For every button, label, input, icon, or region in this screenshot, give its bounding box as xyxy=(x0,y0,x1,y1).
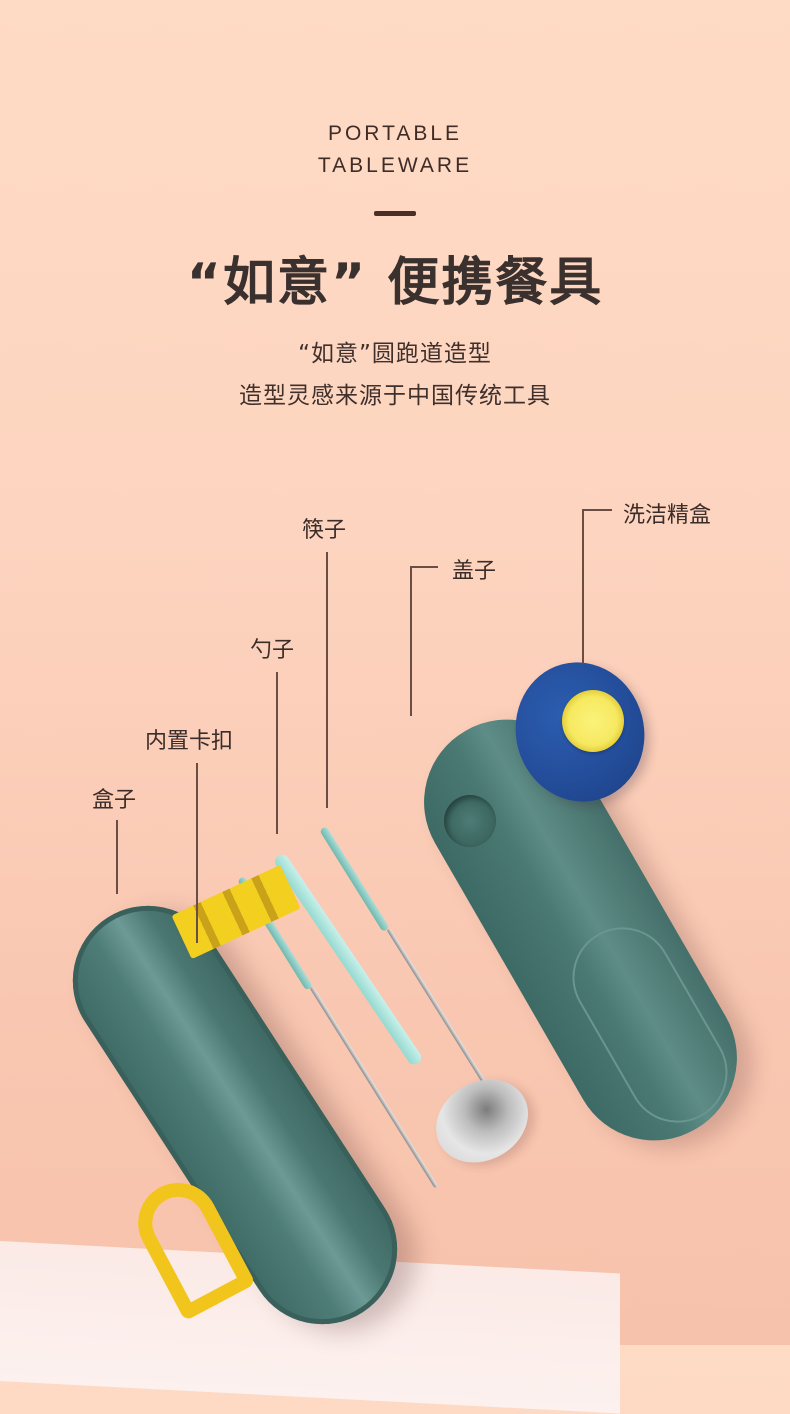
english-title: PORTABLE TABLEWARE xyxy=(0,118,790,182)
lid-recess xyxy=(444,795,496,847)
label-box: 盒子 xyxy=(92,788,137,813)
title-divider xyxy=(374,211,416,216)
subtitle-line2: 造型灵感来源于中国传统工具 xyxy=(239,383,551,409)
english-title-line2: TABLEWARE xyxy=(317,154,473,177)
chopstick-handle xyxy=(319,826,390,933)
label-chopsticks: 筷子 xyxy=(302,518,347,543)
page-title: “如意” 便携餐具 xyxy=(186,253,604,313)
leader-line-box xyxy=(116,820,118,894)
spoon-head xyxy=(420,1063,544,1179)
leader-line-chopsticks xyxy=(326,552,328,808)
leader-line-lid-h xyxy=(410,566,438,568)
label-lid: 盖子 xyxy=(452,559,497,584)
english-title-line1: PORTABLE xyxy=(327,122,463,145)
leader-line-detergent-h xyxy=(582,509,612,511)
label-detergent-box: 洗洁精盒 xyxy=(623,503,712,528)
leader-line-detergent-v xyxy=(582,509,584,664)
leader-line-lid-v xyxy=(410,566,412,716)
detergent-box-cap xyxy=(562,690,624,752)
leader-line-clip xyxy=(196,763,198,943)
subtitle-line1: “如意”圆跑道造型 xyxy=(298,341,492,367)
leader-line-spoon xyxy=(276,672,278,834)
label-built-in-clip: 内置卡扣 xyxy=(145,729,234,754)
label-spoon: 勺子 xyxy=(250,638,295,663)
